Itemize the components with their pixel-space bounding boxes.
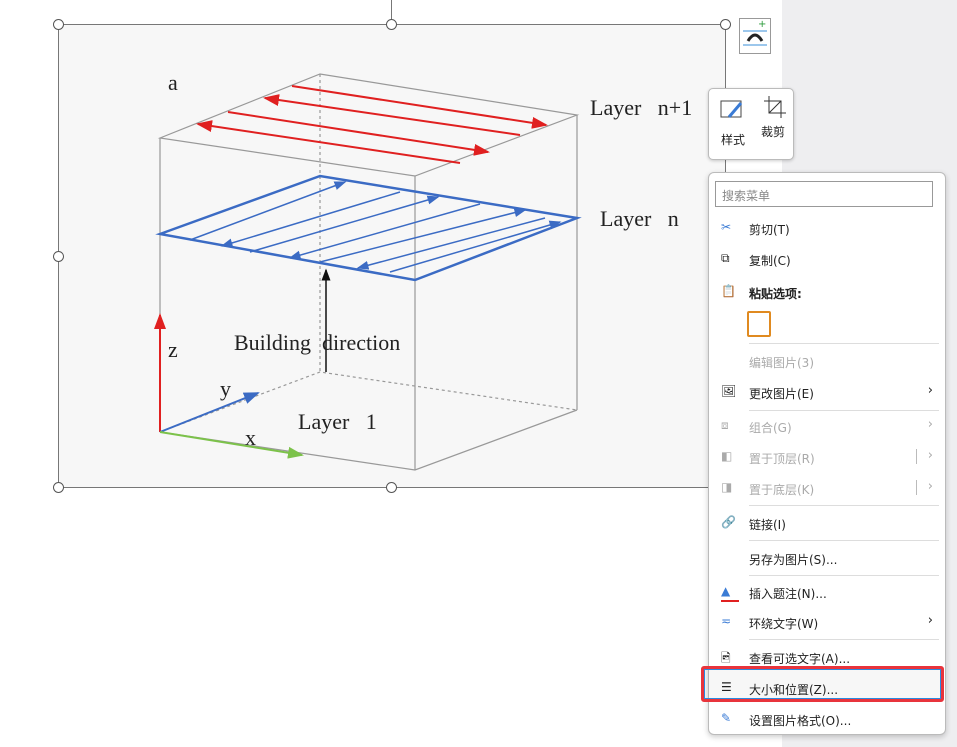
send-back-icon: ◨	[721, 480, 733, 494]
rotate-handle-stem	[391, 0, 392, 20]
label-building-direction: Building direction	[234, 330, 401, 355]
resize-handle[interactable]	[386, 482, 397, 493]
menu-item-bring-to-front: ◧置于顶层(R)›	[721, 448, 933, 466]
style-label[interactable]: 样式	[721, 133, 746, 147]
resize-handle[interactable]	[53, 482, 64, 493]
chevron-right-icon: ›	[927, 448, 933, 463]
style-button[interactable]	[719, 97, 749, 121]
menu-search-input[interactable]: 搜索菜单	[715, 181, 933, 207]
change-picture-icon: 🖼	[721, 384, 737, 398]
label-layer-n: Layer n	[600, 206, 679, 231]
menu-item-insert-caption[interactable]: ▲插入题注(N)...	[721, 584, 827, 602]
menu-item-link[interactable]: 🔗链接(I)	[721, 515, 786, 532]
resize-handle[interactable]	[720, 19, 731, 30]
crop-label[interactable]: 裁剪	[761, 125, 786, 139]
paste-keep-format-button[interactable]	[747, 311, 771, 337]
wrap-text-icon: +	[743, 19, 767, 46]
caption-icon: ▲	[721, 584, 739, 602]
crop-button[interactable]	[763, 95, 787, 119]
resize-handle[interactable]	[386, 19, 397, 30]
resize-handle[interactable]	[53, 251, 64, 262]
axis-x-label: x	[245, 425, 256, 450]
menu-item-size-and-position[interactable]: ☰大小和位置(Z)...	[721, 680, 839, 697]
figure-graphic	[154, 73, 582, 471]
copy-icon: ⧉	[721, 251, 730, 265]
picture-quick-toolbar: 样式 裁剪	[708, 88, 794, 160]
picture-style-icon	[720, 100, 743, 118]
highlight-box	[701, 666, 944, 702]
label-layer-1: Layer 1	[298, 409, 377, 434]
menu-item-format-picture[interactable]: ✎设置图片格式(O)...	[721, 711, 852, 728]
panel-label: a	[168, 70, 178, 95]
axis-y-label: y	[220, 376, 231, 401]
menu-item-view-alt-text[interactable]: 🖻查看可选文字(A)...	[721, 651, 851, 666]
bring-front-icon: ◧	[721, 449, 733, 463]
wrap-text-icon: ≂	[721, 614, 732, 628]
selected-image[interactable]	[58, 24, 726, 488]
menu-item-copy[interactable]: ⧉复制(C)	[721, 251, 791, 268]
axis-z-label: z	[168, 337, 178, 362]
label-layer-n-plus-1: Layer n+1	[590, 95, 693, 120]
svg-text:+: +	[758, 19, 766, 30]
layout-options-button[interactable]: +	[739, 18, 771, 54]
menu-item-save-as-picture[interactable]: 另存为图片(S)...	[749, 553, 838, 567]
menu-item-cut[interactable]: ✂剪切(T)	[721, 220, 790, 237]
link-icon: 🔗	[721, 515, 736, 529]
context-menu: 搜索菜单 ✂剪切(T) ⧉复制(C) 📋粘贴选项: 编辑图片(3) 🖼更改图片(…	[708, 172, 946, 735]
chevron-right-icon: ›	[927, 417, 933, 432]
menu-item-paste-options: 📋粘贴选项:	[721, 284, 802, 301]
chevron-right-icon: ›	[927, 383, 933, 398]
menu-item-edit-picture: 编辑图片(3)	[749, 356, 814, 370]
chevron-right-icon: ›	[927, 479, 933, 494]
crop-icon	[764, 96, 786, 118]
scissors-icon: ✂	[721, 220, 732, 234]
menu-item-wrap-text[interactable]: ≂环绕文字(W)›	[721, 613, 933, 631]
group-icon: ⧈	[721, 418, 729, 432]
paste-icon: 📋	[721, 284, 736, 298]
size-position-icon: ☰	[721, 680, 732, 694]
menu-item-group: ⧈组合(G)›	[721, 417, 933, 435]
alt-text-icon: 🖻	[721, 651, 731, 665]
menu-item-send-to-back: ◨置于底层(K)›	[721, 479, 933, 497]
chevron-right-icon: ›	[927, 613, 933, 628]
resize-handle[interactable]	[53, 19, 64, 30]
menu-item-change-picture[interactable]: 🖼更改图片(E)›	[721, 383, 933, 401]
format-picture-icon: ✎	[721, 711, 732, 725]
